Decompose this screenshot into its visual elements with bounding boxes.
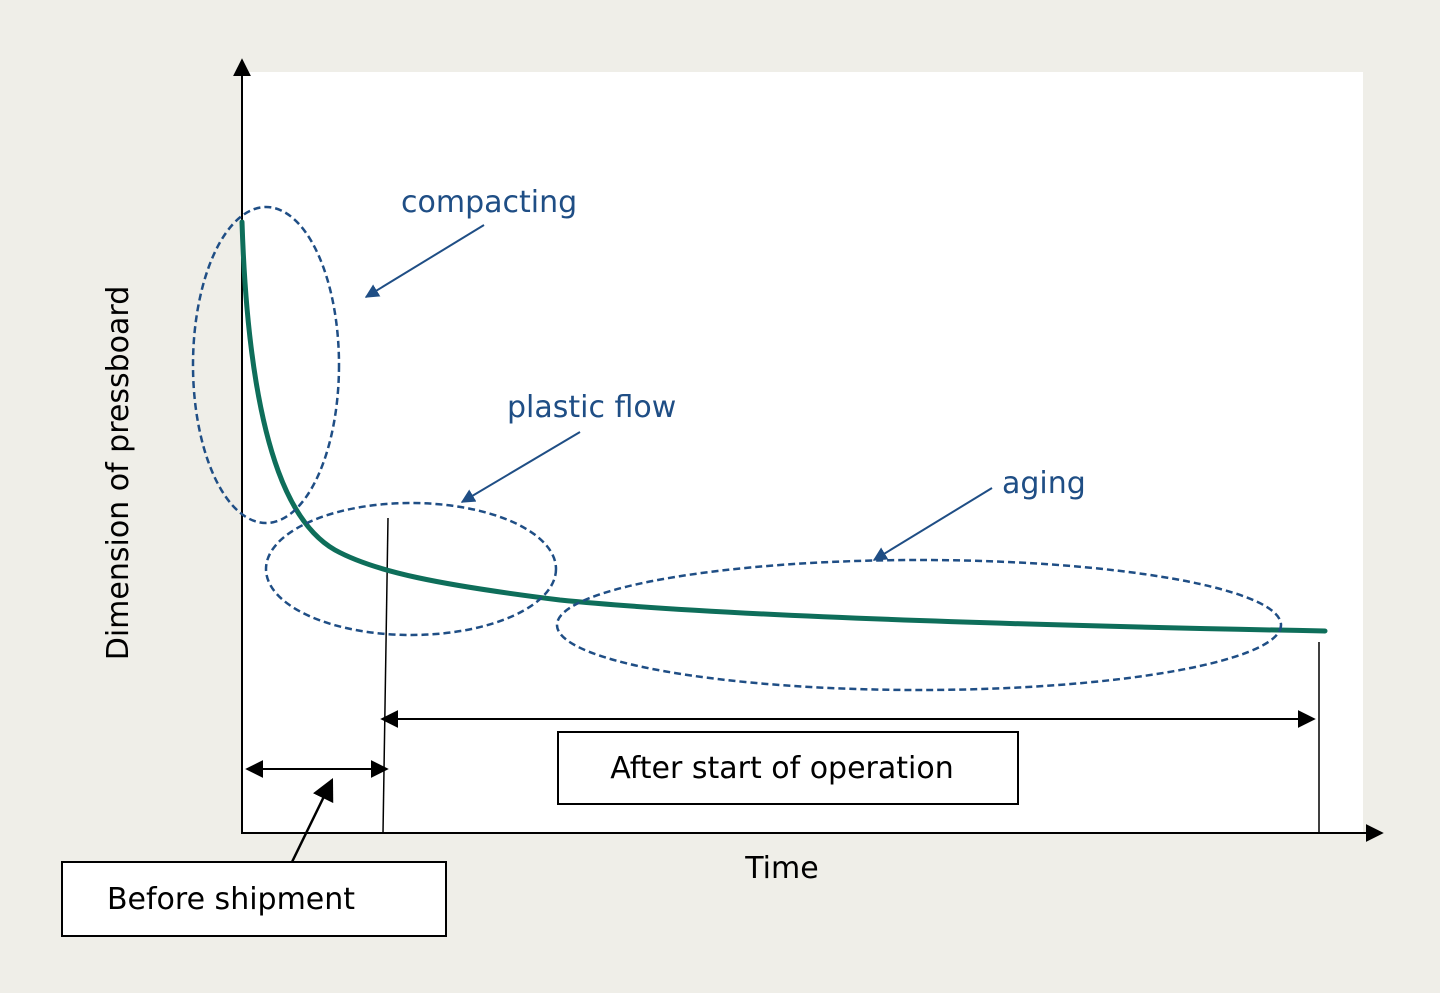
y-axis-label: Dimension of pressboard [101,286,136,661]
plastic-flow-arrow [460,431,581,503]
dimension-curve [239,219,1328,634]
compacting-label: compacting [401,185,577,220]
compacting-ellipse [191,205,341,525]
plot-area [243,72,1363,832]
aging-label: aging [1002,466,1086,501]
before-shipment-box [61,861,447,937]
aging-ellipse [555,558,1283,692]
compacting-arrow [364,224,485,298]
before-shipment-pointer [290,777,334,863]
plastic-flow-ellipse [264,501,558,637]
before-shipment-label: Before shipment [107,882,355,917]
x-axis-label: Time [744,851,818,886]
after-operation-label: After start of operation [610,751,953,786]
plastic-flow-label: plastic flow [507,390,676,425]
aging-arrow [872,487,993,561]
after-operation-box [557,731,1019,805]
